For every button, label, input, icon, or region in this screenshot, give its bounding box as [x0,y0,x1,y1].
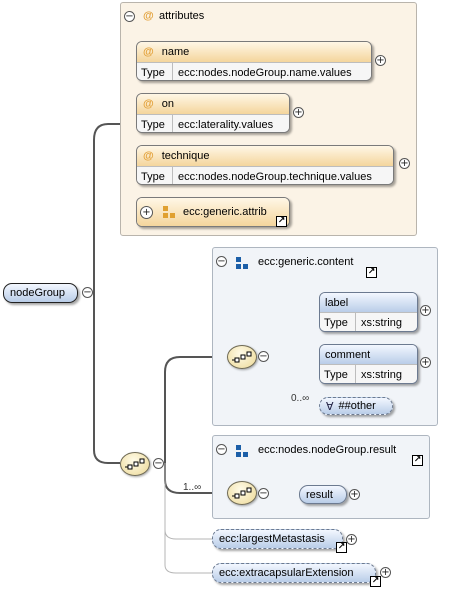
attribute-name-label: name [161,46,190,58]
generic-content-reference-icon[interactable]: ↗ [366,267,377,278]
sequence-icon [125,458,145,470]
sequence-compositor-main[interactable] [120,452,150,476]
attributes-group: − @ attributes @ name Type ecc:nodes.nodeG… [120,2,417,236]
attributes-collapse-button[interactable]: − [124,11,135,22]
model-group-icon [236,445,248,457]
attribute-on-type: ecc:laterality.values [178,118,274,131]
element-label-expand-button[interactable]: + [420,305,431,316]
group-nodegroup-result: − ecc:nodes.nodeGroup.result ↗ result + [212,435,430,519]
sequence-content-collapse-button[interactable]: − [258,351,269,362]
attribute-on-expand-button[interactable]: + [293,107,304,118]
element-label-name: label [325,296,349,309]
sequence-result-collapse-button[interactable]: − [258,488,269,499]
element-largest-metastasis[interactable]: ecc:largestMetastasis [212,529,343,549]
attribute-technique[interactable]: @ technique Type ecc:nodes.nodeGroup.techn… [136,145,394,185]
extracapsular-extension-label: ecc:extracapsularExtension [219,567,354,579]
sequence-icon [232,351,252,363]
sequence-icon [232,487,252,499]
attribute-at-icon: @ [143,46,154,58]
attributes-title: attributes [159,10,205,22]
sequence-compositor-content[interactable] [227,345,257,369]
generic-content-collapse-button[interactable]: − [216,256,227,267]
element-result-label: result [306,488,333,501]
type-label: Type [137,63,173,80]
any-other-label: ##other [338,400,376,412]
largest-metastasis-expand-button[interactable]: + [346,534,357,545]
any-other-wildcard[interactable]: ∀ ##other [319,397,393,415]
element-comment-expand-button[interactable]: + [420,357,431,368]
group-generic-content: − ecc:generic.content ↗ label Type xs:str… [212,247,438,426]
attribute-on-label: on [161,98,174,110]
generic-content-title: ecc:generic.content [258,256,354,268]
attribute-on[interactable]: @ on Type ecc:laterality.values [136,93,290,133]
type-label: Type [320,313,356,331]
result-group-title: ecc:nodes.nodeGroup.result [258,444,397,456]
element-comment-name: comment [325,348,371,361]
any-occurrence-label: 0..∞ [291,393,310,404]
type-label: Type [137,167,173,184]
attribute-technique-label: technique [161,150,210,162]
largest-metastasis-reference-icon[interactable]: ↗ [336,542,347,553]
result-group-reference-icon[interactable]: ↗ [412,455,423,466]
result-group-collapse-button[interactable]: − [216,444,227,455]
attribute-name[interactable]: @ name Type ecc:nodes.nodeGroup.name.value… [136,41,372,81]
type-label: Type [137,115,173,132]
root-element-nodegroup[interactable]: nodeGroup [3,283,78,303]
model-group-icon [236,257,248,269]
attribute-name-type: ecc:nodes.nodeGroup.name.values [178,66,352,79]
element-result[interactable]: result [299,485,347,504]
any-symbol-icon: ∀ [326,400,334,413]
sequence-compositor-result[interactable] [227,481,257,505]
element-label[interactable]: label Type xs:string [319,292,418,332]
extracapsular-extension-reference-icon[interactable]: ↗ [370,576,381,587]
root-collapse-button[interactable]: − [82,287,93,298]
attribute-group-reference-icon[interactable]: ↗ [276,216,287,227]
attribute-group-expand-button[interactable]: + [140,205,153,219]
attribute-technique-expand-button[interactable]: + [399,158,410,169]
element-extracapsular-extension[interactable]: ecc:extracapsularExtension [212,563,376,583]
sequence-main-collapse-button[interactable]: − [153,458,164,469]
attributes-at-icon: @ [143,10,154,22]
type-label: Type [320,365,356,383]
element-comment[interactable]: comment Type xs:string [319,344,418,384]
attribute-group-icon [163,206,175,218]
largest-metastasis-label: ecc:largestMetastasis [219,533,325,545]
attribute-technique-type: ecc:nodes.nodeGroup.technique.values [178,170,372,183]
element-label-type: xs:string [361,316,402,329]
element-result-expand-button[interactable]: + [349,489,360,500]
root-element-label: nodeGroup [10,287,66,299]
extracapsular-extension-expand-button[interactable]: + [380,567,391,578]
attribute-name-expand-button[interactable]: + [375,55,386,66]
attribute-at-icon: @ [143,98,154,110]
attribute-group-ref-generic-attrib[interactable]: + ecc:generic.attrib [136,197,290,227]
attribute-at-icon: @ [143,150,154,162]
attribute-group-label: ecc:generic.attrib [183,206,267,218]
result-occurrence-label: 1..∞ [183,482,202,493]
element-comment-type: xs:string [361,368,402,381]
